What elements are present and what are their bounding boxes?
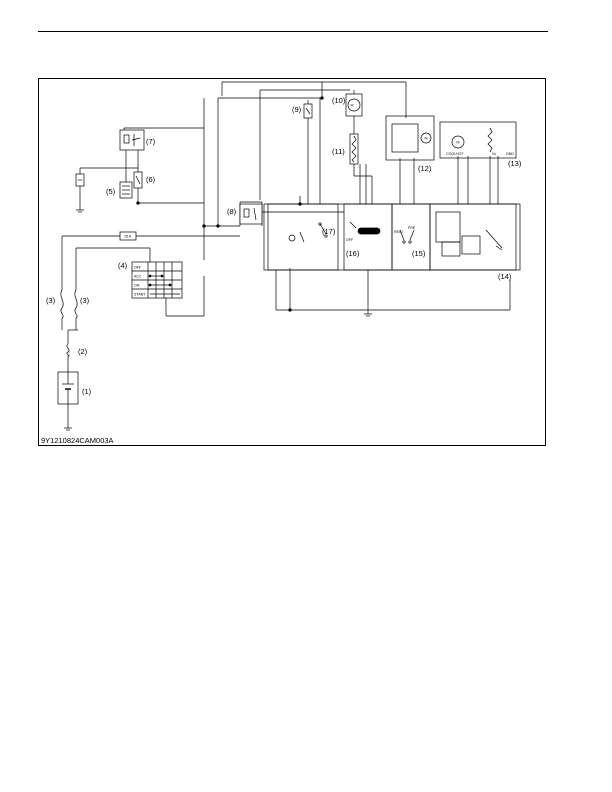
label-c10: (10) — [332, 96, 346, 105]
motor-13-symbol: M — [457, 141, 460, 145]
panel-vv-label: Vv — [492, 152, 496, 156]
blower-resistor — [119, 181, 133, 199]
switch-17 — [288, 222, 328, 243]
header-rule — [38, 31, 548, 32]
label-c7: (7) — [146, 137, 156, 146]
label-c16: (16) — [346, 249, 360, 258]
panel-fre-label: FRE — [408, 226, 416, 230]
label-c14: (14) — [498, 272, 512, 281]
label-c2: (2) — [78, 347, 88, 356]
fuse-pair — [60, 289, 78, 319]
label-c8: (8) — [227, 207, 237, 216]
actuator-12 — [385, 115, 435, 161]
diagram-frame — [38, 78, 546, 446]
relay-8 — [239, 203, 263, 225]
blower-off-label: OFF — [346, 238, 354, 242]
label-c6: (6) — [146, 175, 156, 184]
fuse-15a — [119, 231, 137, 241]
label-c9: (9) — [292, 105, 302, 114]
label-c11: (11) — [332, 147, 345, 156]
switch-pos-start: START — [134, 293, 146, 297]
wire-network — [61, 81, 511, 428]
mode-switch-15 — [399, 229, 415, 244]
main-ground-symbol — [364, 313, 372, 317]
fuse-rating-label: 15 A — [124, 235, 132, 239]
blower-switch-16 — [343, 203, 393, 271]
left-ground-symbol — [76, 209, 84, 213]
label-c15: (15) — [412, 249, 426, 258]
label-c13: (13) — [508, 159, 522, 168]
battery — [57, 371, 79, 405]
resistor-11 — [349, 133, 359, 165]
reference-code: 9Y1210824CAM003A — [41, 436, 114, 445]
label-c3b: (3) — [80, 296, 90, 305]
switch-pos-on: ON — [134, 284, 140, 288]
panel-gnd-label: GND — [506, 152, 514, 156]
diode-component — [75, 173, 85, 187]
component-labels: (1) (2) (3) (3) (4) (5) (6) (7) (8) (9) … — [46, 96, 522, 396]
label-c5: (5) — [106, 187, 116, 196]
relay-6 — [133, 171, 143, 189]
motor-10 — [345, 93, 363, 117]
label-c3a: (3) — [46, 296, 56, 305]
label-c4: (4) — [118, 261, 128, 270]
mix-door-actuator-13 — [439, 121, 517, 159]
panel-hot-label: HOT — [456, 152, 464, 156]
relay-9 — [303, 103, 313, 119]
motor-12-symbol: M — [425, 137, 428, 141]
motor-10-symbol: M — [351, 104, 354, 108]
label-c12: (12) — [418, 164, 432, 173]
panel-cool-label: COOL — [446, 152, 456, 156]
switch-pos-off: OFF — [134, 266, 142, 270]
label-c17: (17) — [322, 227, 336, 236]
panel-recirc-label: RECI — [394, 230, 403, 234]
label-c1: (1) — [82, 387, 92, 396]
switch-pos-acc: ACC — [134, 275, 142, 279]
relay-7 — [119, 129, 145, 151]
fusible-link — [66, 343, 70, 357]
battery-ground-symbol — [64, 427, 72, 431]
ignition-switch-table — [131, 261, 183, 299]
